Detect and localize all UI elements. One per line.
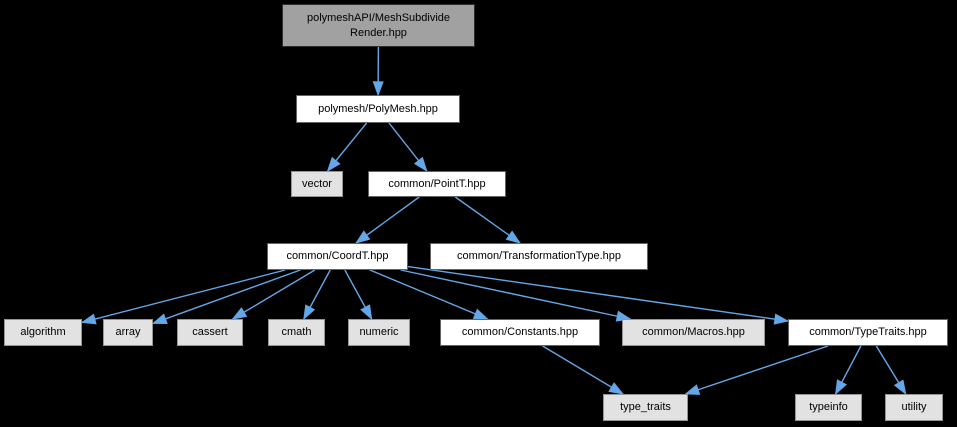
graph-node-cmath[interactable]: cmath [268,319,325,346]
edge-typetraits-to-utility [875,345,907,396]
graph-node-label: common/TypeTraits.hpp [809,326,927,339]
graph-node-label: vector [302,177,332,190]
graph-node-label: common/PointT.hpp [388,177,486,190]
graph-node-coordt[interactable]: common/CoordT.hpp [267,243,408,270]
edge-coordt-to-numeric [344,269,373,321]
graph-node-label: common/Macros.hpp [642,326,745,339]
graph-node-vector[interactable]: vector [291,171,343,197]
graph-node-label: array [115,326,141,339]
graph-node-algorithm[interactable]: algorithm [4,319,82,346]
graph-node-type-traits[interactable]: type_traits [603,394,688,421]
graph-node-label: common/CoordT.hpp [286,250,389,263]
graph-node-label: numeric [359,326,399,339]
edge-coordt-to-constants [369,269,489,320]
graph-node-cassert[interactable]: cassert [177,319,243,346]
edge-typetraits-to-typeinfo [834,345,862,396]
graph-node-utility[interactable]: utility [885,394,943,421]
graph-node-numeric[interactable]: numeric [348,319,410,346]
edge-coordt-to-typetraits [407,265,790,325]
graph-node-label: polymeshAPI/MeshSubdivide [306,12,451,25]
graph-node-label: utility [901,401,927,414]
graph-node-macros[interactable]: common/Macros.hpp [622,319,765,346]
graph-node-label: cmath [281,326,312,339]
graph-node-label: Render.hpp [350,26,407,39]
edge-coordt-to-cmath [303,269,331,321]
graph-node-constants[interactable]: common/Constants.hpp [440,319,600,346]
graph-node-pointt[interactable]: common/PointT.hpp [368,171,506,197]
graph-node-label: cassert [192,326,228,339]
edge-coordt-to-cassert [231,269,316,320]
graph-node-label: type_traits [620,401,671,414]
graph-node-label: common/Constants.hpp [461,326,579,339]
graph-node-label: polymesh/PolyMesh.hpp [318,102,438,115]
edge-coordt-to-algorithm [80,269,286,325]
edge-coordt-to-macros [400,269,632,322]
edge-coordt-to-array [151,269,301,325]
edge-polymesh-to-vector [326,122,368,172]
edge-polymesh-to-pointt [388,122,428,172]
graph-node-label: typeinfo [809,401,848,414]
graph-node-label: algorithm [20,326,66,339]
graph-node-typetraits[interactable]: common/TypeTraits.hpp [788,319,948,346]
graph-node-polymesh[interactable]: polymesh/PolyMesh.hpp [296,95,460,123]
graph-node-transformation-type[interactable]: common/TransformationType.hpp [430,243,648,270]
edge-pointt-to-transformation-type [454,196,522,244]
edge-pointt-to-coordt [355,196,420,244]
edge-constants-to-type-traits [542,345,624,395]
graph-node-array[interactable]: array [103,319,153,346]
graph-node-label: common/TransformationType.hpp [456,250,622,263]
graph-node-typeinfo[interactable]: typeinfo [795,394,862,421]
edge-typetraits-to-type-traits [684,345,829,395]
